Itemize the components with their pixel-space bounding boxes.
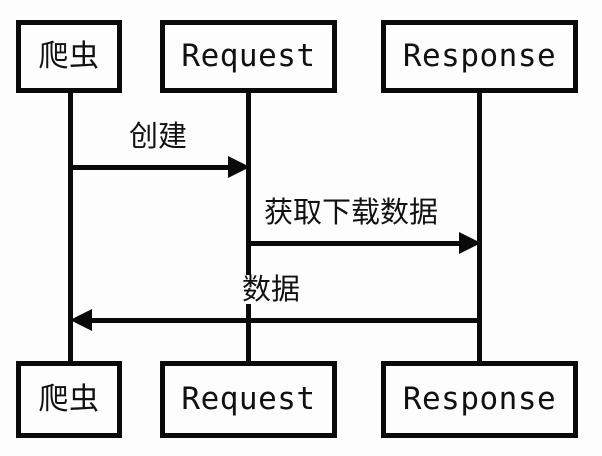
participant-label-response-top: Response — [402, 38, 557, 74]
arrow-head-left-icon-data — [70, 309, 92, 331]
arrow-head-right-icon-create — [228, 156, 250, 178]
lifeline-spider — [68, 88, 73, 366]
participant-box-response-top[interactable]: Response — [381, 20, 578, 93]
participant-label-request-bottom: Request — [181, 381, 316, 417]
participant-box-spider-top[interactable]: 爬虫 — [16, 20, 122, 93]
lifeline-response — [477, 88, 482, 366]
message-label-fetch-download-data: 获取下载数据 — [261, 198, 442, 227]
participant-box-response-bottom[interactable]: Response — [381, 361, 578, 438]
lifeline-request — [246, 88, 251, 366]
participant-label-response-bottom: Response — [402, 381, 557, 417]
participant-label-request-top: Request — [181, 38, 316, 74]
message-line-create — [70, 165, 230, 170]
message-line-data — [88, 318, 481, 323]
message-label-create: 创建 — [126, 122, 191, 151]
participant-box-request-bottom[interactable]: Request — [160, 361, 337, 438]
participant-label-spider-top: 爬虫 — [38, 38, 100, 74]
message-label-data: 数据 — [239, 275, 304, 304]
participant-box-request-top[interactable]: Request — [160, 20, 337, 93]
participant-box-spider-bottom[interactable]: 爬虫 — [16, 361, 122, 438]
arrow-head-right-icon-fetch-download-data — [459, 232, 481, 254]
message-line-fetch-download-data — [248, 241, 461, 246]
participant-label-spider-bottom: 爬虫 — [38, 381, 100, 417]
